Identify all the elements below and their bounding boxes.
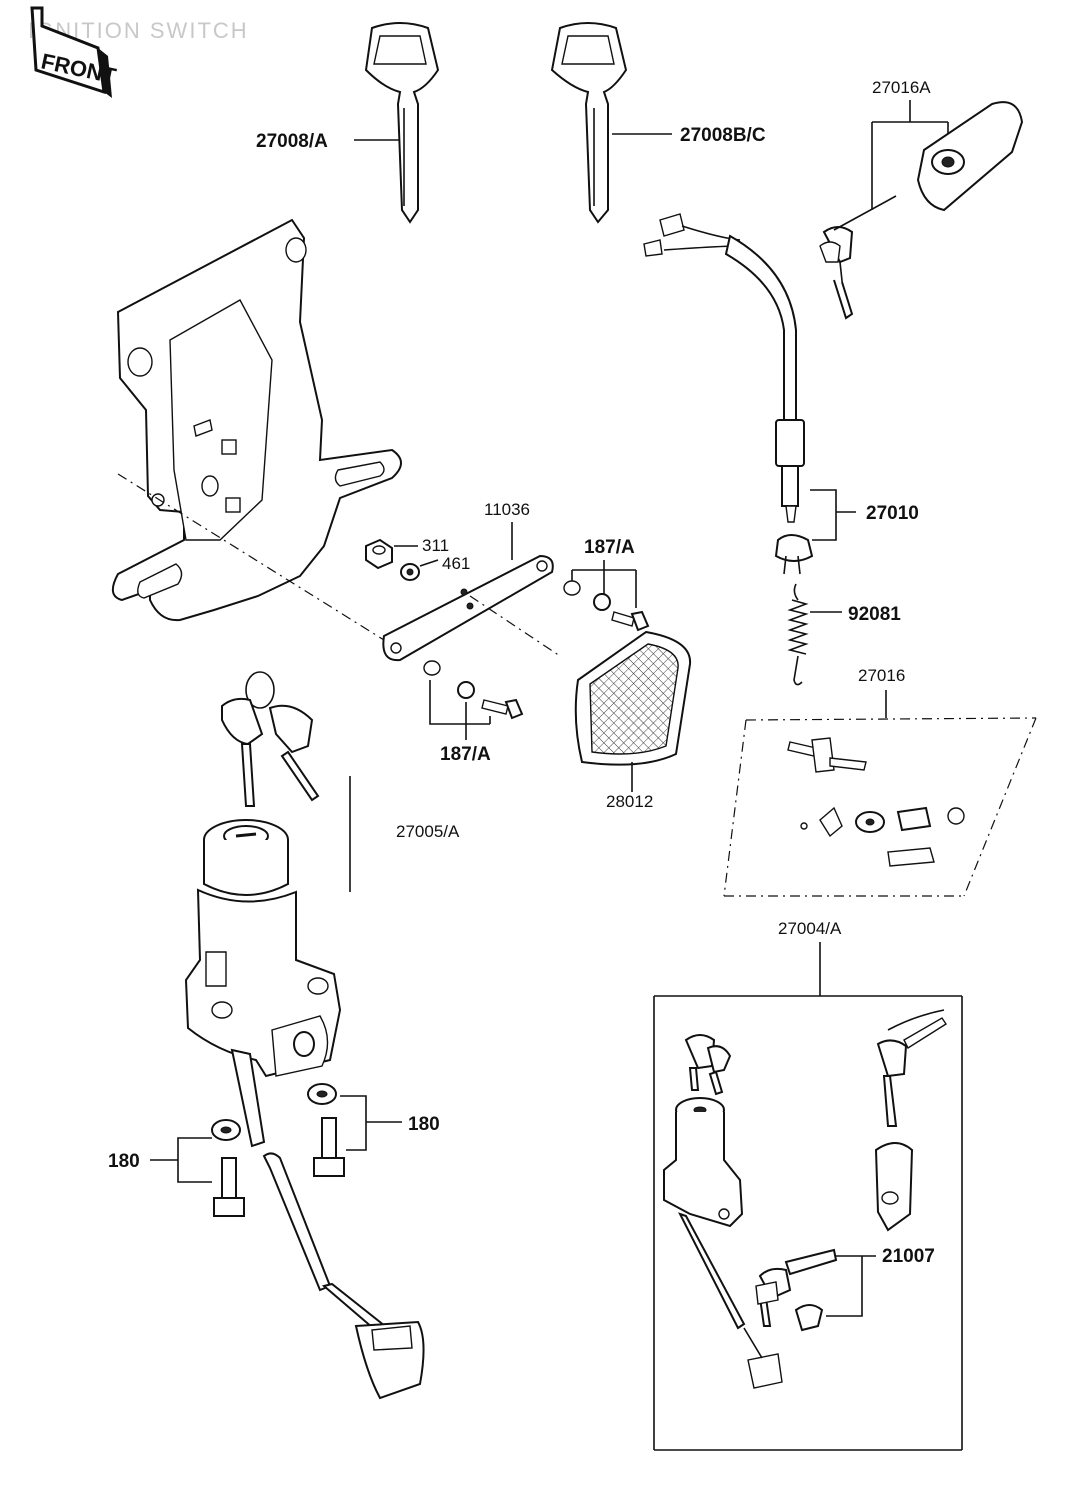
lock-icon [794,1304,824,1332]
washer-icon [211,1083,337,1141]
callout-key-set: 21007 [882,1246,935,1267]
nut-icon [365,538,393,570]
callout-screw-top: 187/A [584,537,635,558]
front-arrow-icon: FRONT [30,6,119,98]
lock-icon [874,1142,914,1232]
key-icon [755,1248,838,1327]
key-icon [876,1009,947,1127]
callout-bracket-plate: 11036 [484,500,530,519]
callout-screw-bottom: 187/A [440,744,491,765]
callout-lock-kit: 27016 [858,666,905,685]
callout-nut: 311 [422,536,449,555]
bolt-icon [213,1117,345,1217]
washer-icon [423,660,475,699]
ignition-switch-icon [663,1097,783,1389]
callout-key-a: 27008/A [256,131,328,152]
callout-spring: 92081 [848,604,901,625]
callout-switch-assembly: 27004/A [778,919,842,938]
switch-cable-icon [643,213,814,575]
bolt-icon [611,610,650,632]
bracket-plate-icon [382,554,554,662]
callout-reflector: 28012 [606,792,653,811]
key-icon [221,671,320,807]
washer-icon [400,563,420,581]
washer-icon [563,580,611,611]
key-icon [684,1034,732,1096]
callout-switch-cable: 27010 [866,503,919,524]
key-icon [550,22,628,224]
bracket-icon [111,218,402,622]
callout-washer: 461 [442,554,470,573]
callout-key-bc: 27008B/C [680,125,766,146]
ignition-switch-icon [184,819,425,1400]
callout-bolt-left: 180 [108,1151,140,1172]
spring-icon [787,583,809,686]
lock-kit-parts [800,806,965,867]
key-icon [364,22,440,224]
callout-lock-set-top: 27016A [872,78,931,97]
callout-bolt-right: 180 [408,1114,440,1135]
key-icon [787,737,867,773]
bolt-icon [481,698,524,720]
reflector-icon [574,630,692,766]
callout-keys-main: 27005/A [396,822,460,841]
lock-icon [916,101,1024,212]
key-icon [819,195,897,320]
